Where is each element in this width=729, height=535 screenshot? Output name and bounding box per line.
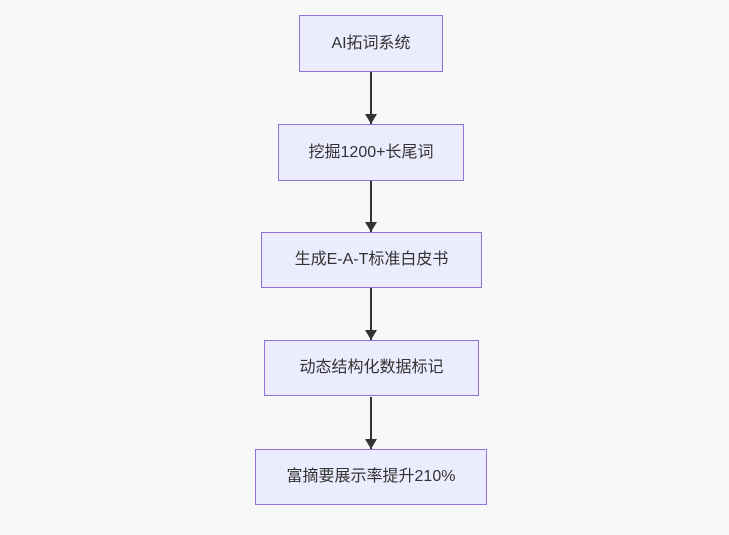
flow-edge-1	[365, 72, 377, 124]
flow-node-eat-whitepaper: 生成E-A-T标准白皮书	[261, 232, 482, 288]
flow-node-rich-snippet-result: 富摘要展示率提升210%	[255, 449, 487, 505]
flow-edge-2	[365, 181, 377, 232]
arrowhead-down-icon	[365, 114, 377, 124]
arrowhead-down-icon	[365, 330, 377, 340]
arrowhead-down-icon	[365, 439, 377, 449]
flow-node-label: 富摘要展示率提升210%	[286, 468, 456, 486]
flow-edge-4	[365, 397, 377, 449]
flow-node-label: 生成E-A-T标准白皮书	[294, 251, 449, 269]
arrowhead-down-icon	[365, 222, 377, 232]
flow-node-structured-data: 动态结构化数据标记	[264, 340, 479, 396]
flow-node-label: 挖掘1200+长尾词	[308, 143, 434, 161]
flow-node-ai-keyword-system: AI拓词系统	[299, 15, 443, 72]
flow-edge-3	[365, 288, 377, 340]
flow-node-label: AI拓词系统	[331, 34, 411, 52]
flow-node-longtail-mining: 挖掘1200+长尾词	[278, 124, 464, 181]
flow-node-label: 动态结构化数据标记	[299, 359, 444, 377]
